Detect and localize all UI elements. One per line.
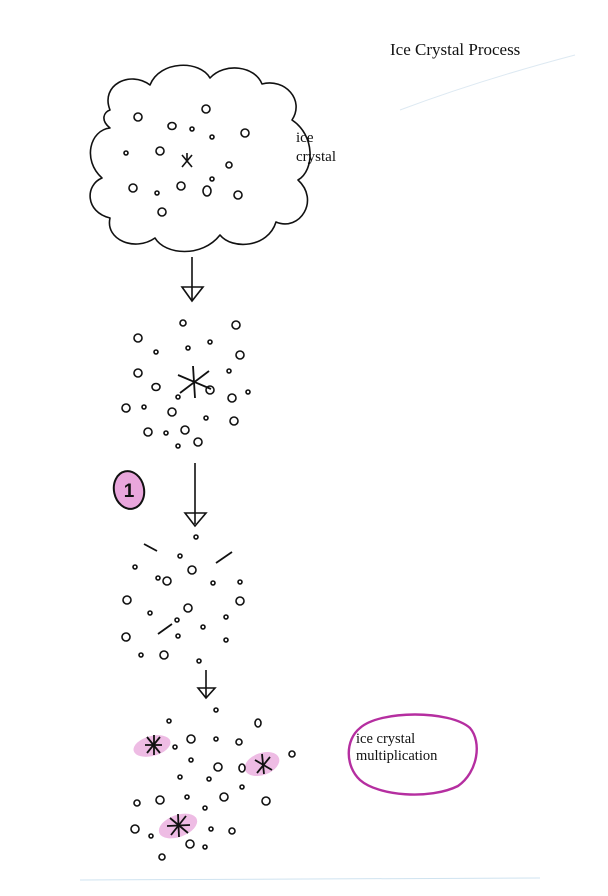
result-label-line1: ice crystal — [356, 731, 416, 747]
cloud-outline — [89, 64, 311, 253]
step-marker-number: 1 — [124, 481, 135, 502]
multiplication-circle — [347, 713, 478, 796]
stage4-droplets — [130, 707, 296, 861]
cloud-label-line2: crystal — [296, 149, 336, 165]
multiplied-ice-crystals — [145, 735, 273, 838]
large-ice-crystal — [177, 365, 212, 399]
page-fold-line — [399, 54, 576, 111]
arrow-down-2 — [183, 463, 208, 528]
cloud-label-line1: ice — [296, 130, 314, 146]
stage2-droplets — [121, 319, 251, 449]
small-ice-crystal — [181, 153, 193, 168]
stage3-droplets — [121, 534, 245, 664]
cloud-droplets — [123, 104, 250, 217]
diagram-title: Ice Crystal Process — [390, 40, 521, 59]
page-edge-line — [79, 877, 541, 881]
step-marker: 1 — [112, 470, 146, 510]
arrow-down-3 — [196, 670, 217, 700]
arrow-down-1 — [180, 257, 205, 303]
result-label-line2: multiplication — [356, 747, 438, 764]
result-label: ice crystal multiplication — [356, 731, 437, 764]
ice-fragments — [143, 543, 233, 635]
